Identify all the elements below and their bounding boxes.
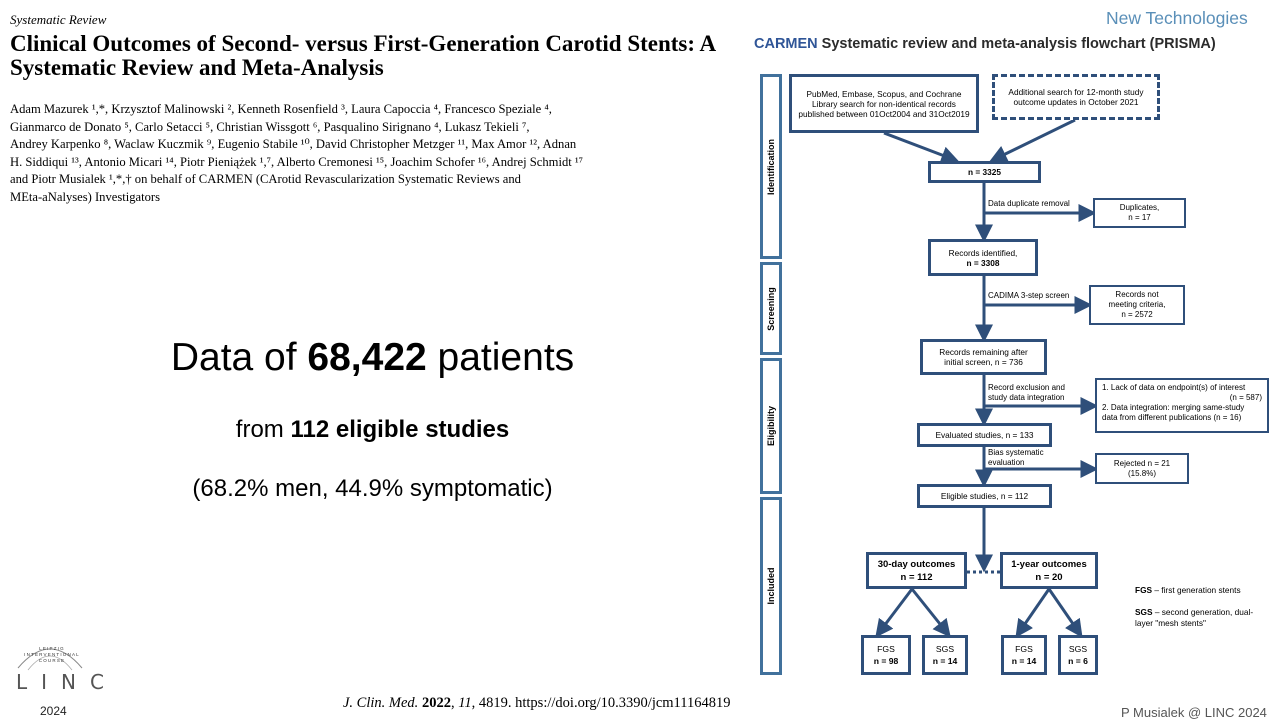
legend-sgs: SGS – second generation, dual-: [1135, 607, 1254, 617]
author-line: Andrey Karpenko ⁸, Waclaw Kuczmik ⁹, Eug…: [10, 137, 577, 152]
arrow-30d-to-sgs: [910, 588, 951, 638]
presenter-credit: P Musialek @ LINC 2024: [1121, 705, 1267, 720]
records-identified-box: Records identified,n = 3308: [928, 239, 1038, 276]
cadima-screen-label: CADIMA 3-step screen: [988, 291, 1070, 300]
studies-stat: from 112 eligible studies: [235, 416, 510, 443]
logo-year: 2024: [40, 704, 67, 718]
logo-subtitle: LEIPZIG INTERVENTIONAL COURSE: [24, 646, 80, 663]
citation: J. Clin. Med. 2022, 11, 4819. https://do…: [343, 695, 731, 711]
author-line: MEta-aNalyses) Investigators: [10, 189, 161, 204]
legend-sgs-cont: layer "mesh stents": [1135, 618, 1206, 628]
author-list: Adam Mazurek ¹,*, Krzysztof Malinowski ²…: [10, 101, 710, 207]
patients-stat: Data of 68,422 patients: [170, 336, 575, 379]
author-line: Gianmarco de Donato ⁵, Carlo Setacci ⁵, …: [10, 119, 530, 134]
logo-wordmark: LINC: [16, 670, 118, 694]
phase-eligibility: Eligibility: [760, 358, 782, 494]
legend-fgs: FGS – first generation stents: [1135, 585, 1241, 595]
stent-legend: FGS – first generation stents SGS – seco…: [1135, 585, 1275, 629]
duplicate-removal-label: Data duplicate removal: [988, 199, 1070, 208]
phase-screening: Screening: [760, 262, 782, 355]
rejected-box: Rejected n = 21(15.8%): [1095, 453, 1189, 484]
phase-identification: Identification: [760, 74, 782, 259]
arrow-30d-to-fgs: [875, 588, 914, 638]
evaluated-studies-box: Evaluated studies, n = 133: [917, 423, 1052, 447]
flowchart-title: CARMEN Systematic review and meta-analys…: [754, 36, 1216, 52]
search-sources-box: PubMed, Embase, Scopus, and Cochrane Lib…: [789, 74, 979, 133]
eligible-studies-box: Eligible studies, n = 112: [917, 484, 1052, 508]
paper-type-label: Systematic Review: [10, 12, 107, 27]
arrow-additional-to-total: [988, 118, 1076, 163]
exclusion-reasons-box: 1. Lack of data on endpoint(s) of intere…: [1095, 378, 1269, 433]
author-line: and Piotr Musialek ¹,*,† on behalf of CA…: [10, 172, 521, 187]
arrow-1y-to-sgs: [1047, 588, 1083, 638]
section-tag: New Technologies: [1106, 8, 1248, 28]
studies-count: 112 eligible studies: [290, 416, 510, 443]
additional-search-box: Additional search for 12-month study out…: [992, 74, 1160, 120]
arrow-search-to-total: [883, 131, 960, 164]
linc-logo: LEIPZIG INTERVENTIONAL COURSE LINC 2024: [10, 632, 104, 718]
arrow-1y-to-fgs: [1015, 588, 1051, 638]
duplicates-box: Duplicates,n = 17: [1093, 198, 1186, 228]
paper-title: Clinical Outcomes of Second- versus Firs…: [10, 31, 715, 80]
author-line: Adam Mazurek ¹,*, Krzysztof Malinowski ²…: [10, 102, 552, 116]
demographics-stat: (68.2% men, 44.9% symptomatic): [192, 475, 553, 502]
logo-arc-icon: [17, 648, 83, 671]
total-records-box: n = 3325: [928, 161, 1041, 183]
author-line: H. Siddiqui ¹³, Antonio Micari ¹⁴, Piotr…: [10, 154, 584, 169]
phase-included: Included: [760, 497, 782, 675]
patients-count: 68,422: [307, 336, 427, 379]
